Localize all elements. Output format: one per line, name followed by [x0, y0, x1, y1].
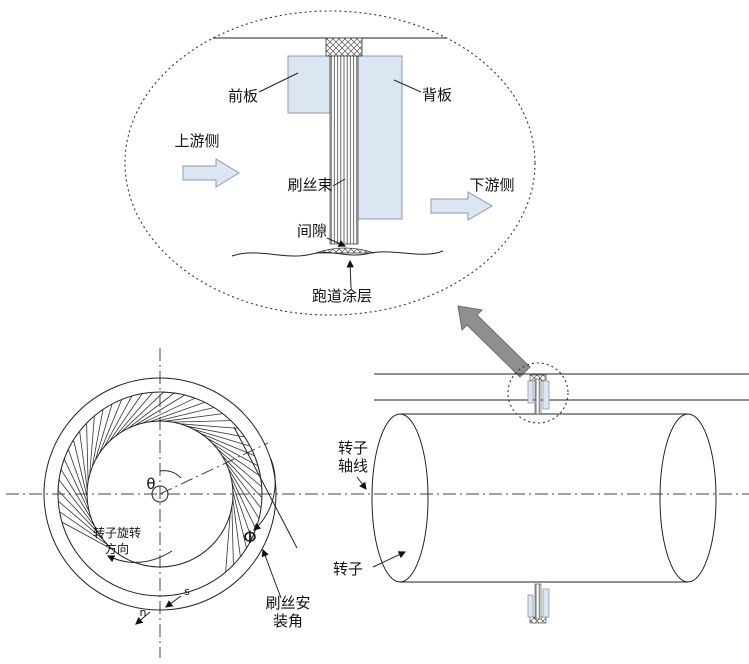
- rotor-right-end: [659, 413, 717, 583]
- upstream-label: 上游侧: [174, 132, 219, 150]
- runway-coating-label: 跑道涂层: [312, 287, 372, 305]
- bristle-leader: [332, 178, 346, 187]
- coating-arrow: [346, 259, 354, 289]
- theta-label: θ: [146, 475, 155, 493]
- bristle-annulus-hatch: [57, 391, 263, 573]
- bristle-bundle-label: 刷丝束: [287, 176, 332, 194]
- install-angle-arrow: [261, 548, 282, 599]
- rotor-arrow: [372, 551, 407, 568]
- theta-arc: [159, 470, 182, 479]
- front-plate-leader: [258, 72, 299, 93]
- radial-reference-line: [159, 442, 269, 495]
- downstream-flow-arrow: [430, 191, 493, 221]
- center-circle: [151, 485, 169, 503]
- s-label: s: [184, 585, 190, 598]
- rotor-circle: [86, 420, 234, 568]
- rotation-direction-label-line2: 方向: [105, 541, 129, 556]
- magnifier-ellipse: [124, 10, 536, 316]
- s-arrow: [165, 595, 182, 608]
- install-angle-label-line1: 刷丝安: [265, 594, 310, 612]
- rotor-axis-arrow: [356, 476, 367, 490]
- rotor-axis-label-line2: 轴线: [338, 457, 368, 475]
- back-plate-label: 背板: [422, 86, 452, 104]
- back-plate-leader: [393, 79, 422, 93]
- phi-label: Φ: [243, 528, 256, 548]
- n-arrow: [135, 611, 151, 625]
- upstream-flow-arrow: [182, 158, 240, 188]
- rotation-direction-arrow: [106, 550, 173, 563]
- seal-bottom: [527, 583, 550, 624]
- front-plate-label: 前板: [228, 87, 258, 105]
- rotor-surface-wavy-line: [231, 250, 444, 257]
- n-label: n: [140, 606, 147, 619]
- phi-arc: [253, 458, 276, 531]
- zoom-arrow: [457, 305, 531, 378]
- rotor-axis-label-line1: 转子: [338, 439, 368, 457]
- bristle-direction-line: [233, 426, 298, 549]
- weld-crosshatch: [325, 37, 363, 57]
- rotation-direction-label-line1: 转子旋转: [93, 525, 141, 540]
- rotor-label: 转子: [333, 560, 363, 578]
- front-plate: [287, 55, 331, 114]
- clearance-arrow: [326, 237, 347, 247]
- front-view: θ 转子旋转 方向 Φ s n 刷丝安 装角: [43, 377, 311, 630]
- install-angle-label-line2: 装角: [273, 612, 303, 630]
- clearance-label: 间隙: [297, 222, 327, 240]
- seal-top: [527, 374, 550, 415]
- housing-inner-circle: [57, 391, 263, 597]
- rotor-left-end: [371, 413, 429, 583]
- downstream-label: 下游侧: [469, 176, 514, 194]
- seal-detail-circle: [507, 362, 569, 424]
- detail-view: 前板 背板 上游侧 刷丝束 下游侧 间隙 跑道涂层: [124, 10, 536, 316]
- bristle-pack: [329, 37, 359, 245]
- housing-outer-circle: [43, 377, 277, 611]
- side-view: 转子 轴线 转子: [333, 362, 749, 624]
